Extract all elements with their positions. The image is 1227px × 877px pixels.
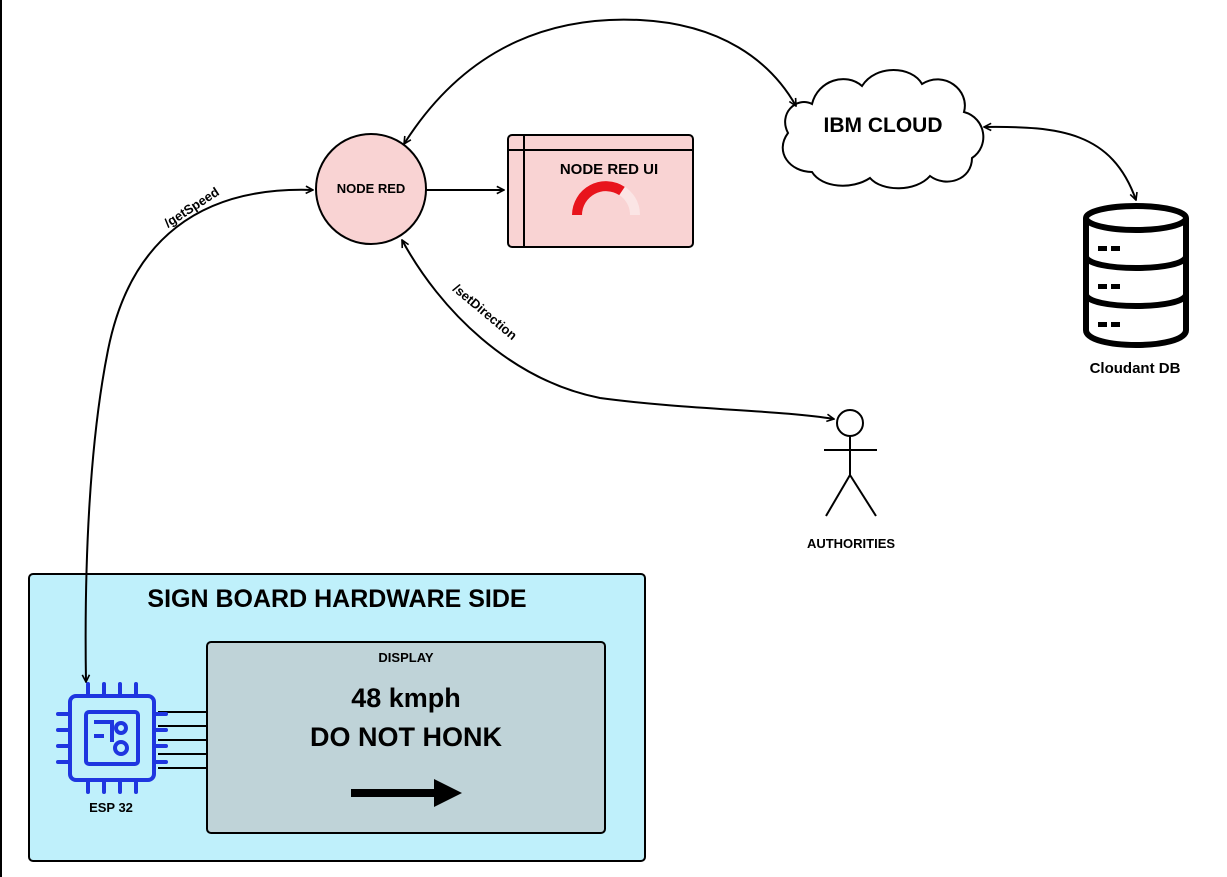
display-label: DISPLAY <box>378 650 433 665</box>
gauge-icon <box>572 181 640 216</box>
ibm-cloud-label: IBM CLOUD <box>824 114 943 137</box>
arrow-right-icon <box>351 779 462 807</box>
database-icon <box>1083 203 1189 348</box>
chip-pins <box>56 682 168 794</box>
edge-nodered-ibmcloud <box>404 18 796 144</box>
get-speed-label: /getSpeed <box>161 184 221 230</box>
edge-esp32-nodered <box>86 190 313 682</box>
cloudant-db-label: Cloudant DB <box>1090 360 1181 377</box>
node-red-ui-window: NODE RED UI <box>507 134 694 248</box>
chip-display-wires <box>158 711 207 769</box>
node-red-label: NODE RED <box>337 181 406 196</box>
edge-ibmcloud-cloudant <box>984 127 1136 200</box>
sign-board-hardware-panel: SIGN BOARD HARDWARE SIDE DISPLAY 48 kmph… <box>28 573 646 862</box>
node-red-node: NODE RED <box>315 133 427 245</box>
ibm-cloud-node: IBM CLOUD <box>781 69 985 190</box>
circuit-icon <box>84 710 140 766</box>
display-message-text: DO NOT HONK <box>310 722 502 752</box>
display-bg <box>206 641 606 834</box>
chip-body <box>68 694 156 782</box>
display-panel: DISPLAY 48 kmph DO NOT HONK <box>206 641 606 834</box>
esp32-chip <box>56 682 168 794</box>
esp32-label: ESP 32 <box>89 800 133 815</box>
node-red-ui-label: NODE RED UI <box>560 161 658 178</box>
hardware-panel-title: SIGN BOARD HARDWARE SIDE <box>147 585 526 613</box>
set-direction-label: /setDirection <box>450 281 520 343</box>
display-speed-text: 48 kmph <box>351 683 461 713</box>
person-icon <box>824 409 877 517</box>
edge-nodered-authorities <box>401 240 834 419</box>
authorities-label: AUTHORITIES <box>807 536 895 551</box>
